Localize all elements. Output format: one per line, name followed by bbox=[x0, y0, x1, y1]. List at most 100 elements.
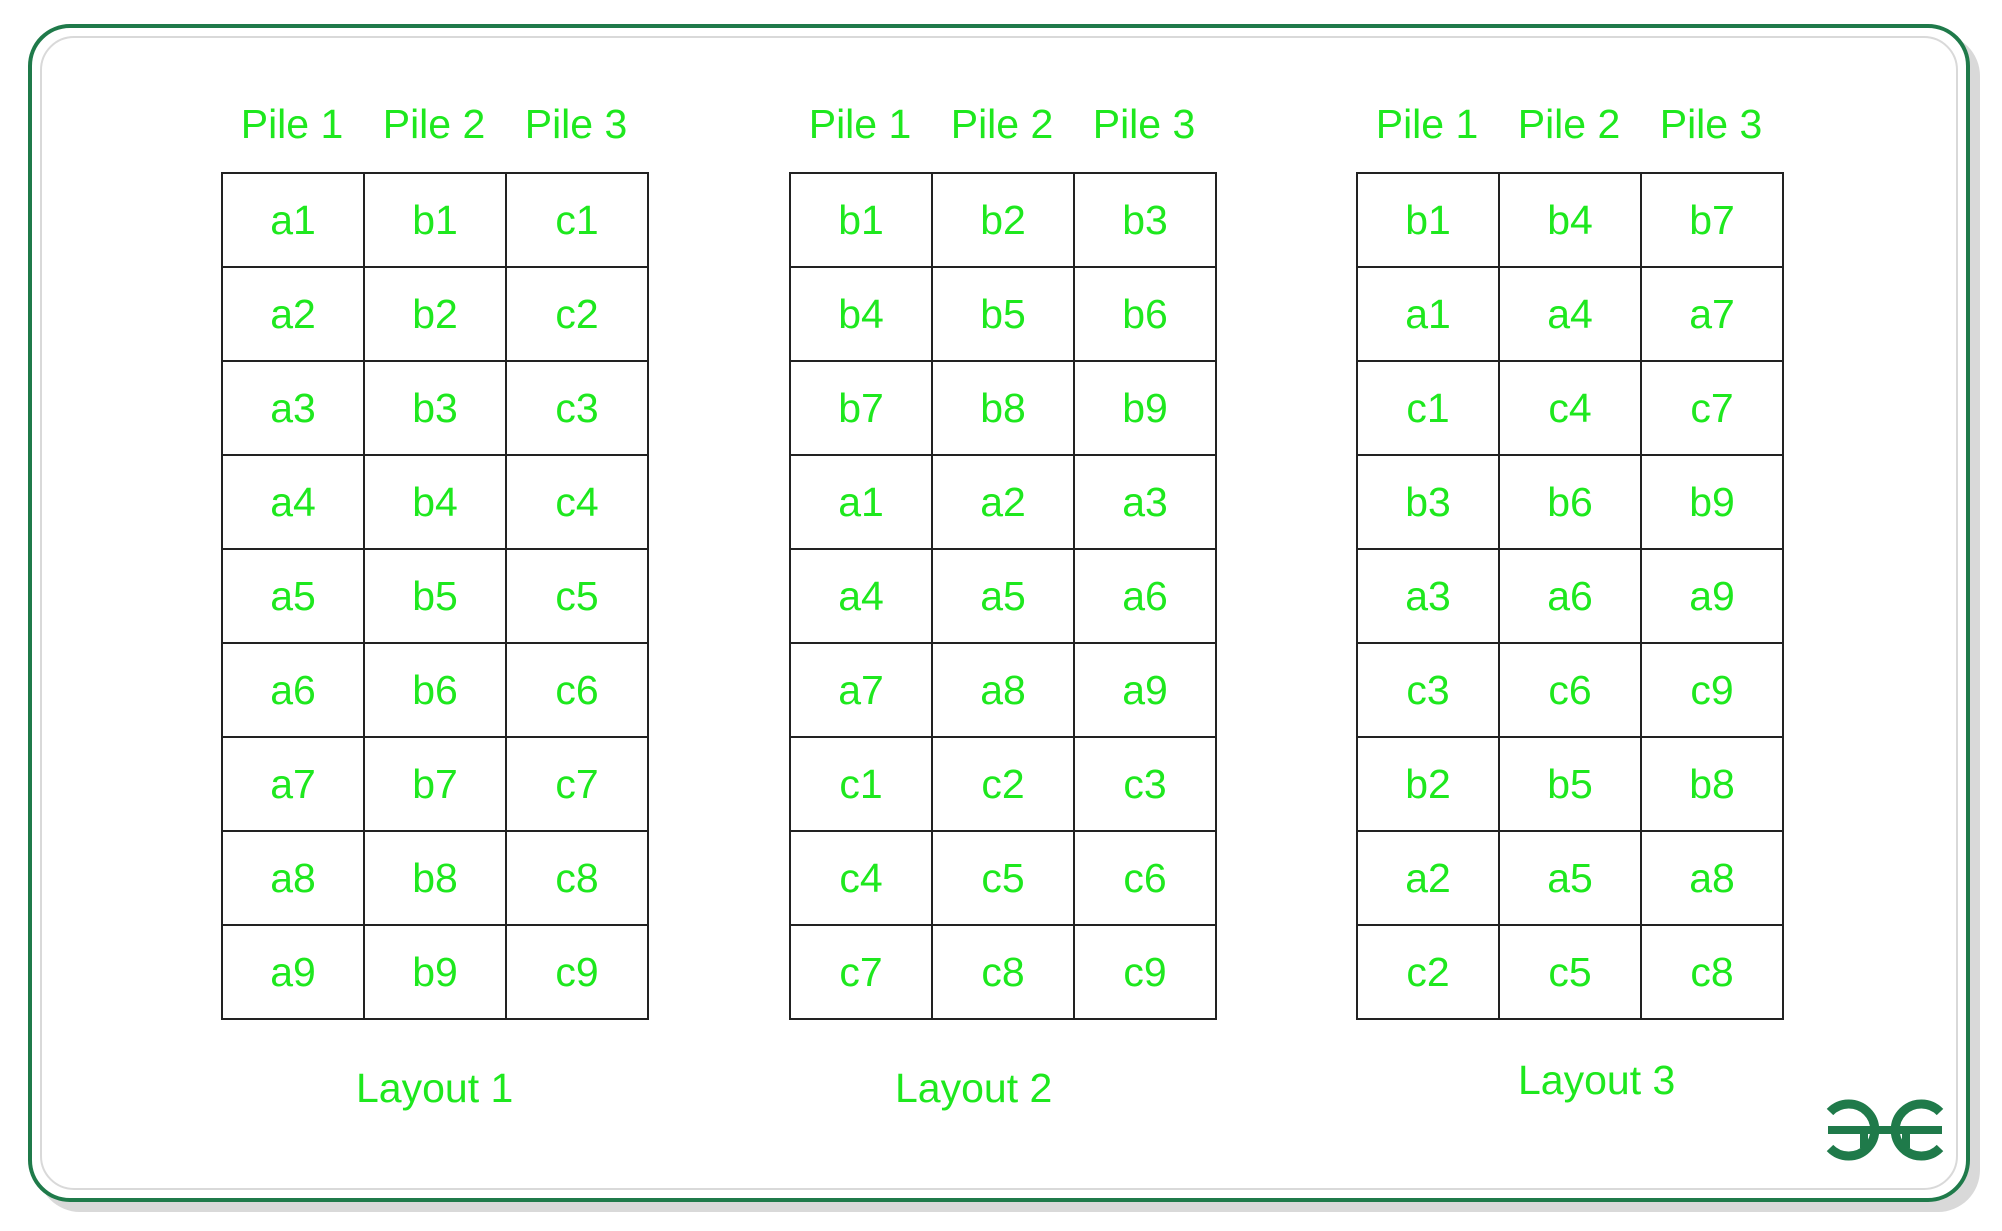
grid-cell: a4 bbox=[789, 548, 933, 644]
grid-cell: b9 bbox=[363, 924, 507, 1020]
grid-cell: b5 bbox=[931, 266, 1075, 362]
grid-cell: a2 bbox=[1356, 830, 1500, 926]
grid-cell: b8 bbox=[363, 830, 507, 926]
grid-cell: c9 bbox=[1073, 924, 1217, 1020]
grid-cell: a5 bbox=[221, 548, 365, 644]
grid-cell: b6 bbox=[363, 642, 507, 738]
grid-cell: b5 bbox=[363, 548, 507, 644]
grid-cell: a1 bbox=[1356, 266, 1500, 362]
grid-cell: b9 bbox=[1640, 454, 1784, 550]
grid-cell: a3 bbox=[1356, 548, 1500, 644]
grid-cell: b3 bbox=[1073, 172, 1217, 268]
grid-cell: c4 bbox=[789, 830, 933, 926]
pile-header-1: Pile 1 bbox=[808, 101, 912, 147]
grid-cell: a2 bbox=[221, 266, 365, 362]
grid-cell: b1 bbox=[363, 172, 507, 268]
pile-header-3: Pile 3 bbox=[1092, 101, 1196, 147]
grid-cell: a4 bbox=[221, 454, 365, 550]
grid-cell: c2 bbox=[931, 736, 1075, 832]
grid-cell: c4 bbox=[1498, 360, 1642, 456]
grid-cell: a1 bbox=[221, 172, 365, 268]
grid-cell: c6 bbox=[1498, 642, 1642, 738]
grid-cell: c1 bbox=[1356, 360, 1500, 456]
grid-cell: a3 bbox=[221, 360, 365, 456]
grid-cell: a5 bbox=[1498, 830, 1642, 926]
grid-cell: a1 bbox=[789, 454, 933, 550]
pile-headers: Pile 1 Pile 2 Pile 3 bbox=[221, 96, 651, 152]
grid-cell: b8 bbox=[931, 360, 1075, 456]
grid-cell: c3 bbox=[1356, 642, 1500, 738]
grid-cell: c9 bbox=[505, 924, 649, 1020]
pile-header-3: Pile 3 bbox=[524, 101, 628, 147]
grid-cell: c3 bbox=[505, 360, 649, 456]
grid-cell: c2 bbox=[1356, 924, 1500, 1020]
grid-cell: c4 bbox=[505, 454, 649, 550]
pile-header-3: Pile 3 bbox=[1659, 101, 1763, 147]
grid-cell: a5 bbox=[931, 548, 1075, 644]
grid-cell: a3 bbox=[1073, 454, 1217, 550]
grid-cell: a9 bbox=[1640, 548, 1784, 644]
grid-cell: b4 bbox=[789, 266, 933, 362]
grid-cell: c7 bbox=[1640, 360, 1784, 456]
grid-cell: b2 bbox=[931, 172, 1075, 268]
grid-cell: c8 bbox=[505, 830, 649, 926]
grid-cell: c7 bbox=[505, 736, 649, 832]
grid-cell: c5 bbox=[931, 830, 1075, 926]
pile-header-1: Pile 1 bbox=[240, 101, 344, 147]
pile-header-1: Pile 1 bbox=[1375, 101, 1479, 147]
grid-cell: b9 bbox=[1073, 360, 1217, 456]
grid-cell: a6 bbox=[1498, 548, 1642, 644]
grid-cell: c1 bbox=[789, 736, 933, 832]
grid-cell: b2 bbox=[363, 266, 507, 362]
grid-cell: c2 bbox=[505, 266, 649, 362]
grid-cell: a7 bbox=[1640, 266, 1784, 362]
grid-cell: c9 bbox=[1640, 642, 1784, 738]
grid-cell: a9 bbox=[1073, 642, 1217, 738]
layout-caption: Layout 3 bbox=[1518, 1057, 1676, 1103]
pile-header-2: Pile 2 bbox=[1517, 101, 1621, 147]
grid-cell: b3 bbox=[363, 360, 507, 456]
grid-cell: b4 bbox=[363, 454, 507, 550]
grid-cell: c8 bbox=[931, 924, 1075, 1020]
grid-cell: c6 bbox=[505, 642, 649, 738]
grid-cell: b7 bbox=[789, 360, 933, 456]
grid-cell: c5 bbox=[1498, 924, 1642, 1020]
grid-cell: b3 bbox=[1356, 454, 1500, 550]
grid-cell: b4 bbox=[1498, 172, 1642, 268]
grid-cell: a2 bbox=[931, 454, 1075, 550]
grid-cell: b7 bbox=[363, 736, 507, 832]
pile-header-2: Pile 2 bbox=[382, 101, 486, 147]
layout-caption: Layout 1 bbox=[356, 1065, 514, 1111]
grid-cell: c3 bbox=[1073, 736, 1217, 832]
grid-cell: b1 bbox=[789, 172, 933, 268]
grid-cell: a7 bbox=[789, 642, 933, 738]
grid-cell: b6 bbox=[1073, 266, 1217, 362]
grid-cell: a8 bbox=[1640, 830, 1784, 926]
geeksforgeeks-logo-icon bbox=[1826, 1099, 1944, 1161]
pile-headers: Pile 1 Pile 2 Pile 3 bbox=[789, 96, 1219, 152]
grid-cell: a8 bbox=[931, 642, 1075, 738]
